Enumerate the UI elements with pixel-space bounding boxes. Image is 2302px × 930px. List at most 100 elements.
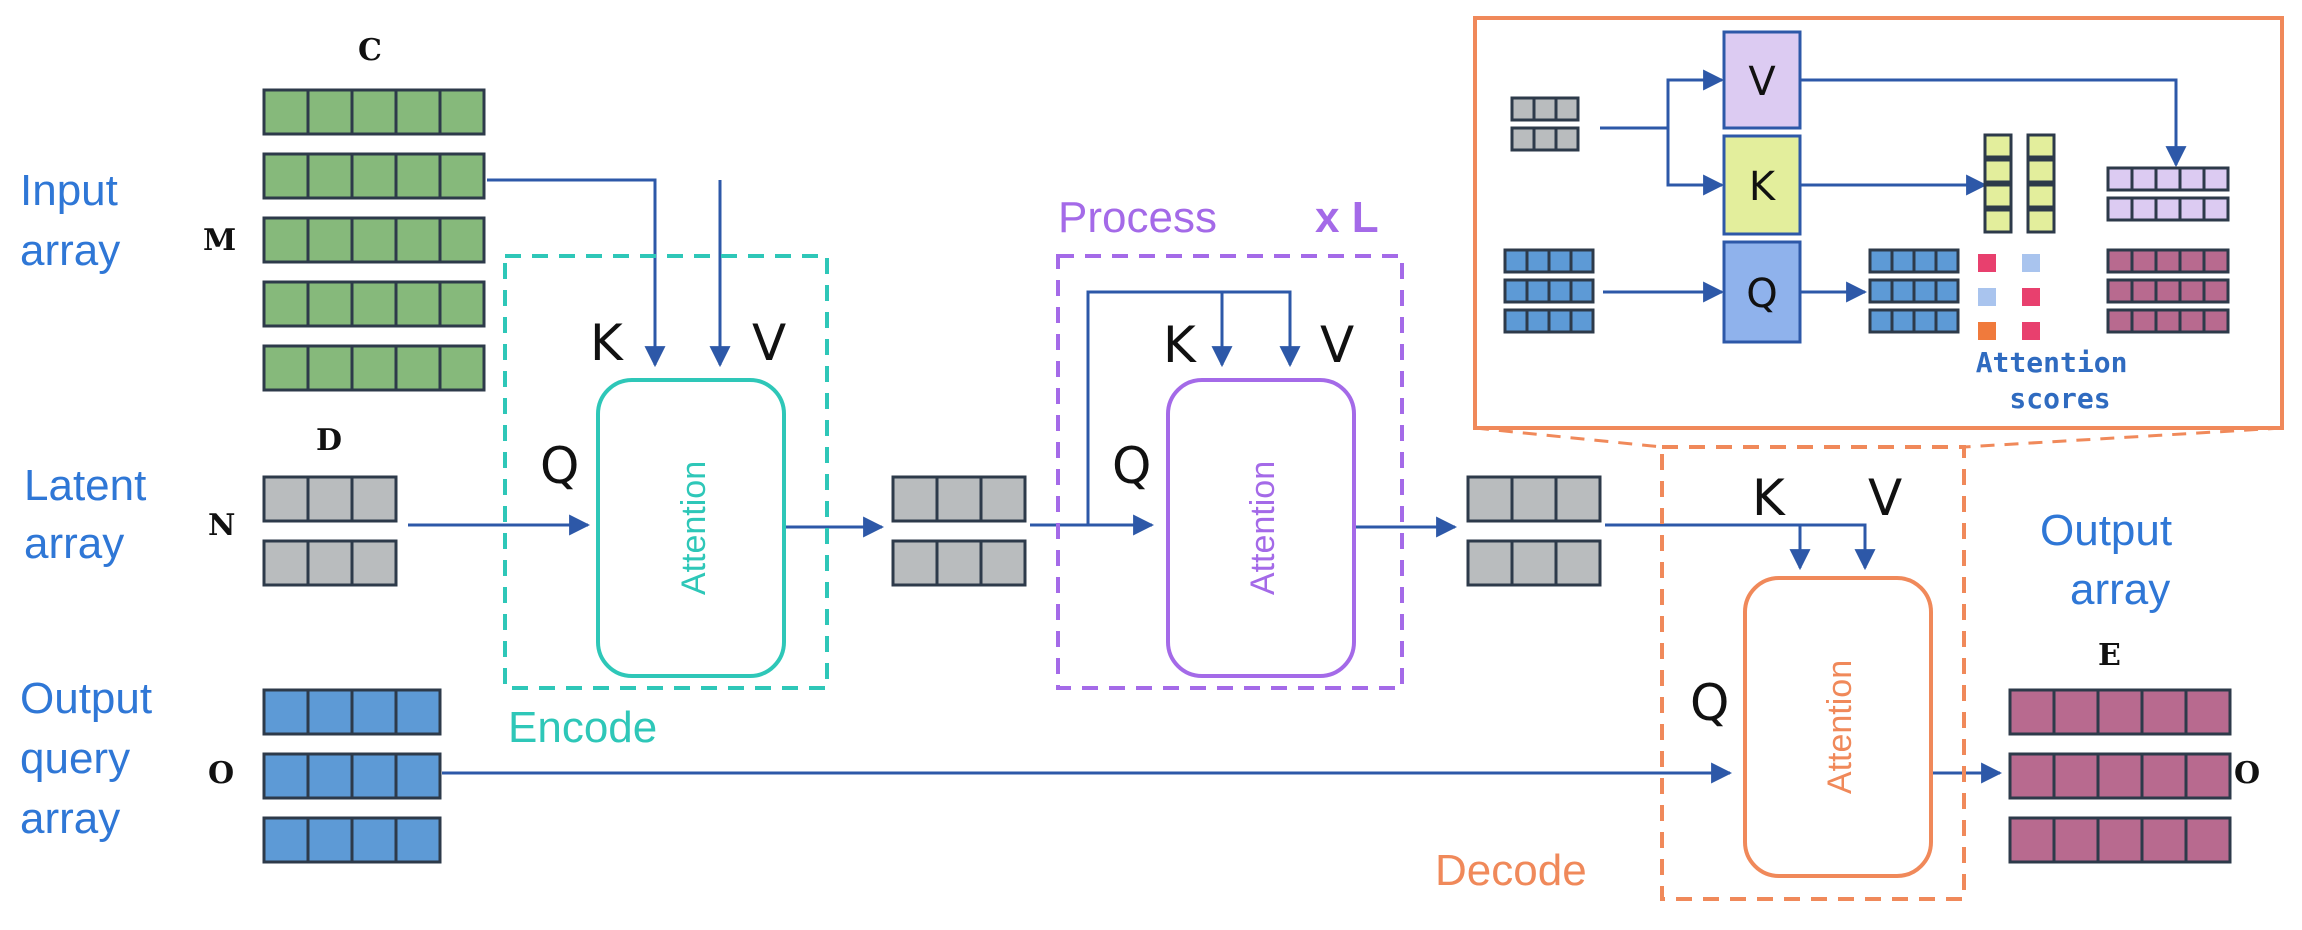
query-array-cell — [350, 752, 398, 800]
dim-o-right-label: O — [2234, 756, 2260, 791]
decode-v-label: V — [1868, 469, 1902, 527]
decode-q-label: Q — [1690, 674, 1729, 732]
input-array-cell — [438, 88, 486, 136]
inset-latent-cell — [1554, 96, 1580, 122]
query-array-cell — [306, 752, 354, 800]
dim-d-label: D — [316, 423, 342, 458]
arrows — [408, 178, 2003, 784]
inset-out-cell — [2202, 308, 2230, 334]
inset-value-cell — [2202, 166, 2230, 192]
input-array-cell — [394, 280, 442, 328]
inset-query-cell — [1547, 278, 1573, 304]
input-array-cell — [306, 152, 354, 200]
query-array-cell — [306, 688, 354, 736]
dim-o-left-label: O — [208, 756, 234, 791]
output-array — [2008, 688, 2232, 864]
decode-region — [1660, 445, 1966, 901]
input-array-cell — [262, 88, 310, 136]
input-array-cell — [394, 216, 442, 264]
query-array-cell — [394, 816, 442, 864]
inset-v-out-arrow — [1800, 78, 2187, 168]
inset-query-cell — [1547, 248, 1573, 274]
inset-query-out-cell — [1912, 278, 1938, 304]
encode-v-label: V — [752, 314, 786, 372]
input-array-cell — [350, 280, 398, 328]
inset-value-cell — [2130, 166, 2158, 192]
output-array-cell — [2008, 816, 2056, 864]
input-array-cell — [306, 344, 354, 392]
process-label: Process — [1058, 193, 1217, 242]
output-array-cell — [2184, 816, 2232, 864]
inset-k-label: K — [1749, 164, 1777, 210]
inset-query-cell — [1525, 278, 1551, 304]
output-array-cell — [2140, 816, 2188, 864]
output-array-cell — [2052, 688, 2100, 736]
inset-value-cell — [2154, 196, 2182, 222]
inset-query-out-cell — [1912, 248, 1938, 274]
inset-out-cell — [2178, 248, 2206, 274]
process-v-label: V — [1320, 316, 1354, 374]
inset-query-cell — [1569, 308, 1595, 334]
inset-query-out-cell — [1890, 308, 1916, 334]
inset-out-cell — [2154, 248, 2182, 274]
inset-out-cell — [2130, 248, 2158, 274]
attention-scores-label: Attention scores — [1976, 346, 2145, 415]
input-array-label: Input array — [20, 166, 130, 275]
input-array-cell — [350, 344, 398, 392]
inset-out-cell — [2178, 278, 2206, 304]
latent-array-cell — [979, 475, 1027, 523]
input-array — [262, 88, 486, 392]
input-array-cell — [394, 152, 442, 200]
dim-m-label: M — [203, 223, 236, 258]
query-array-cell — [394, 752, 442, 800]
output-array-cell — [2184, 688, 2232, 736]
process-q-label: Q — [1112, 437, 1151, 495]
inset-query-cell — [1525, 308, 1551, 334]
latent-array-cell — [891, 539, 939, 587]
output-array-cell — [2140, 752, 2188, 800]
latent-array-cell — [891, 475, 939, 523]
input-array-cell — [306, 88, 354, 136]
query-array-cell — [262, 688, 310, 736]
output-array-label: Output array — [2040, 506, 2184, 614]
attention-score-cell — [1978, 288, 1996, 306]
inset-key-cell — [2026, 208, 2056, 234]
inset-value-cell — [2106, 196, 2134, 222]
inset-value-cell — [2130, 196, 2158, 222]
input-array-cell — [262, 280, 310, 328]
output-array-cell — [2008, 752, 2056, 800]
process-attention-label: Attention — [1244, 461, 1282, 595]
zoom-connector-right — [1963, 426, 2283, 449]
dim-c-label: C — [358, 33, 382, 68]
inset-key-cell — [2026, 183, 2056, 209]
inset-value-cell — [2178, 196, 2206, 222]
latent-array-after-encode — [891, 475, 1027, 587]
input-array-cell — [262, 152, 310, 200]
input-array-cell — [306, 216, 354, 264]
encode-attention-label: Attention — [675, 461, 713, 595]
inset-arrays — [1503, 96, 2230, 340]
latent-array-cell — [935, 539, 983, 587]
attention-score-cell — [2022, 288, 2040, 306]
process-kv-loop — [1086, 290, 1301, 525]
inset-query-out-cell — [1934, 248, 1960, 274]
output-array-cell — [2096, 688, 2144, 736]
inset-key-cell — [1983, 208, 2013, 234]
latent-array-cell — [262, 539, 310, 587]
inset-key-cell — [1983, 158, 2013, 184]
latent-array-cell — [306, 539, 354, 587]
encode-label: Encode — [508, 703, 657, 752]
output-array-cell — [2008, 688, 2056, 736]
latent-array — [262, 475, 398, 587]
inset-out-cell — [2178, 308, 2206, 334]
inset-value-cell — [2154, 166, 2182, 192]
latent-array-cell — [935, 475, 983, 523]
inset-to-v-arrow — [1666, 69, 1725, 128]
input-array-cell — [394, 88, 442, 136]
input-to-encode-arrow — [487, 178, 666, 368]
inset-latent-cell — [1532, 126, 1558, 152]
inset-v-label: V — [1748, 59, 1776, 105]
inset-query-out-cell — [1890, 278, 1916, 304]
output-array-cell — [2052, 752, 2100, 800]
inset-value-cell — [2106, 166, 2134, 192]
